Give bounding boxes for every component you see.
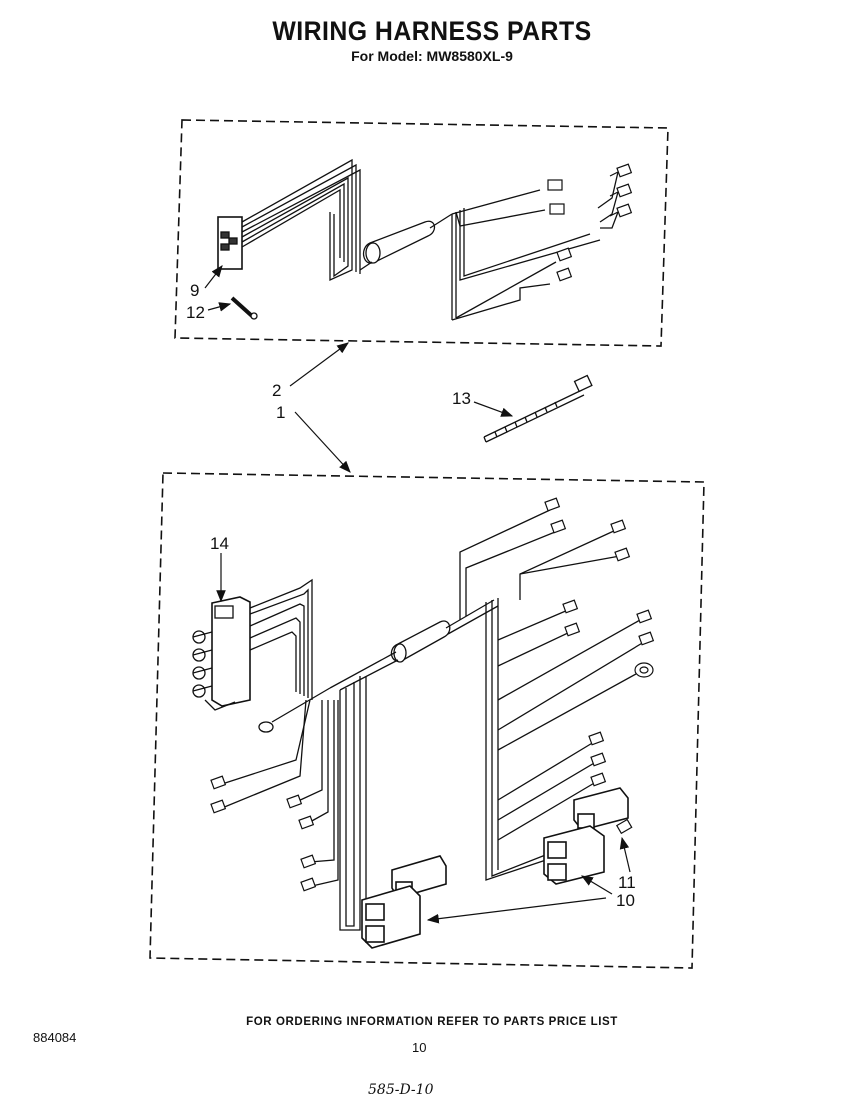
connector-block-9	[217, 216, 243, 270]
lower-harness-box	[149, 472, 705, 969]
upper-callouts	[204, 265, 514, 473]
callout-9: 9	[190, 281, 199, 300]
callout-12: 12	[186, 303, 205, 322]
model-subtitle: For Model: MW8580XL-9	[351, 48, 513, 64]
lower-harness-assembly	[192, 497, 655, 949]
lower-terminals	[210, 497, 655, 892]
handwritten-code: 585-D-10	[368, 1082, 434, 1098]
ordering-note: FOR ORDERING INFORMATION REFER TO PARTS …	[246, 1016, 618, 1028]
callout-13: 13	[452, 389, 471, 408]
upper-harness-box	[174, 119, 669, 347]
callout-10: 10	[616, 891, 635, 910]
callout-2: 2	[272, 381, 281, 400]
pin-part-12	[230, 296, 258, 320]
connector-block-14	[192, 596, 251, 711]
cable-part-13	[483, 374, 593, 443]
callout-14: 14	[210, 534, 229, 553]
upper-terminals	[547, 163, 633, 282]
page-title: WIRING HARNESS PARTS	[272, 16, 592, 46]
document-number: 884084	[33, 1030, 77, 1045]
callout-11: 11	[618, 873, 636, 892]
housing-blocks-10	[361, 787, 629, 949]
callout-1: 1	[276, 403, 285, 422]
lower-callouts	[216, 553, 631, 924]
page-number: 10	[412, 1040, 427, 1055]
upper-harness-assembly	[217, 158, 633, 321]
